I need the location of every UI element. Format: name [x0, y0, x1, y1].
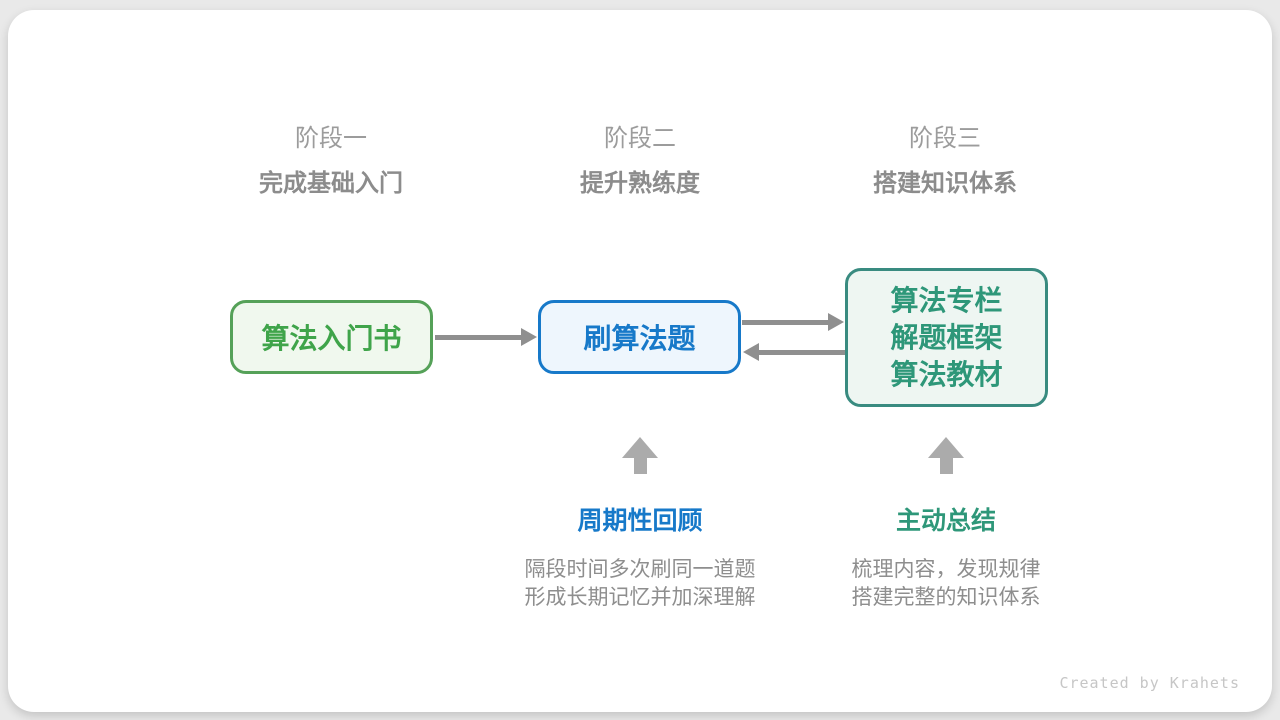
arrow-head: [521, 328, 537, 346]
callout-summarize-description: 梳理内容，发现规律 搭建完整的知识体系: [796, 556, 1096, 612]
stage-3-subtitle: 搭建知识体系: [873, 170, 1017, 197]
arrow-up-icon: [622, 437, 658, 474]
stage-3-header: 阶段三 搭建知识体系: [845, 125, 1045, 198]
footer-credit: Created by Krahets: [1059, 674, 1240, 692]
stage-2-header: 阶段二 提升熟练度: [540, 125, 740, 198]
callout-review-desc-line1: 隔段时间多次刷同一道题: [524, 558, 756, 581]
stage-1-subtitle: 完成基础入门: [259, 170, 403, 197]
stage-2-subtitle: 提升熟练度: [580, 170, 700, 197]
arrow-right-icon: [742, 313, 844, 331]
arrow-shaft: [742, 319, 828, 325]
callout-summarize-title: 主动总结: [895, 507, 996, 535]
arrow-up-icon: [928, 437, 964, 474]
node-practice: 刷算法题: [538, 300, 741, 374]
node-intro-book-label: 算法入门书: [261, 323, 402, 354]
arrow-shaft: [435, 334, 521, 340]
callout-summarize-desc-line1: 梳理内容，发现规律: [851, 558, 1041, 581]
arrow-right-icon: [435, 328, 537, 346]
stage-1-header: 阶段一 完成基础入门: [231, 125, 431, 198]
arrow-head: [828, 313, 844, 331]
node-resources-line2: 解题框架: [890, 322, 1003, 353]
node-resources-line1: 算法专栏: [890, 285, 1003, 316]
node-resources-line3: 算法教材: [890, 359, 1003, 390]
arrow-shaft: [759, 349, 845, 355]
arrow-left-icon: [743, 343, 845, 361]
node-practice-label: 刷算法题: [583, 323, 696, 354]
arrow-head: [928, 437, 964, 458]
node-resources: 算法专栏 解题框架 算法教材: [845, 268, 1048, 407]
stage-2-label: 阶段二: [604, 125, 676, 152]
stage-1-label: 阶段一: [295, 125, 367, 152]
arrow-shaft: [939, 458, 953, 474]
arrow-head: [622, 437, 658, 458]
callout-review-title: 周期性回顾: [577, 507, 703, 535]
callout-review-description: 隔段时间多次刷同一道题 形成长期记忆并加深理解: [490, 556, 790, 612]
callout-review-desc-line2: 形成长期记忆并加深理解: [524, 586, 756, 609]
arrow-head: [743, 343, 759, 361]
arrow-shaft: [633, 458, 647, 474]
node-intro-book: 算法入门书: [230, 300, 433, 374]
callout-summarize-desc-line2: 搭建完整的知识体系: [851, 586, 1041, 609]
stage-3-label: 阶段三: [909, 125, 981, 152]
